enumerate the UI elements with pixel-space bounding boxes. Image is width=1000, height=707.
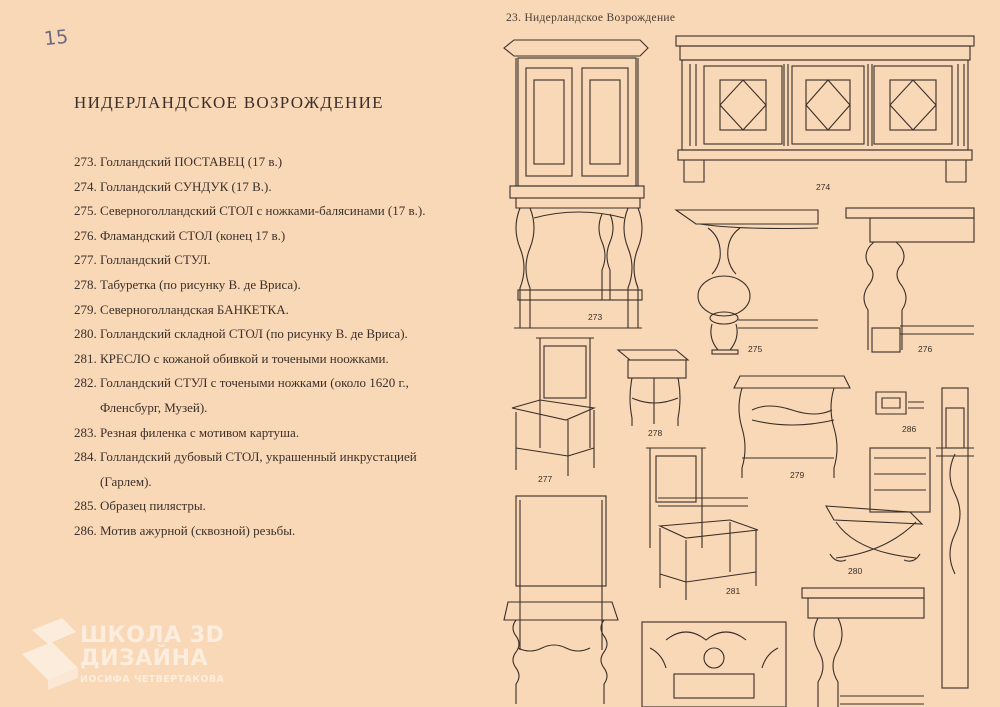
list-item: 279.Северноголландская БАНКЕТКА.	[74, 298, 484, 323]
caption-278: 278	[648, 428, 662, 438]
item-text: Табуретка (по рисунку В. де Вриса).	[100, 276, 301, 292]
handwritten-page-number: 15	[42, 25, 70, 51]
item-list: 273.Голландский ПОСТАВЕЦ (17 в.) 274.Гол…	[74, 150, 484, 544]
item-text: Резная филенка с мотивом картуша.	[100, 424, 300, 440]
item-number: 274.	[74, 178, 97, 194]
drawing-278-stool: 278	[616, 349, 690, 438]
list-item: 273.Голландский ПОСТАВЕЦ (17 в.)	[74, 150, 484, 175]
item-number: 279.	[74, 301, 97, 317]
list-item: 274.Голландский СУНДУК (17 В.).	[74, 175, 484, 200]
caption-274: 274	[816, 182, 830, 192]
caption-276: 276	[918, 344, 932, 354]
item-text: Голландский дубовый СТОЛ, украшенный инк…	[100, 449, 417, 465]
item-text: Образец пилястры.	[100, 498, 206, 514]
item-number: 275.	[74, 203, 97, 219]
list-item: 277.Голландский СТУЛ.	[74, 248, 484, 273]
drawing-276-table: 276	[845, 207, 975, 354]
drawing-284-table	[801, 587, 925, 707]
drawing-273-cupboard: 273	[503, 39, 649, 329]
caption-286: 286	[902, 424, 916, 434]
list-item: 286.Мотив ажурной (сквозной) резьбы.	[74, 519, 484, 544]
drawing-280-folding-chair: 280	[825, 447, 931, 576]
item-number: 277.	[74, 252, 97, 268]
list-item: 280.Голландский складной СТОЛ (по рисунк…	[74, 322, 484, 347]
drawing-277-chair: 277	[511, 337, 597, 484]
caption-277: 277	[538, 474, 552, 484]
watermark-line2: ДИЗАЙНА	[80, 646, 209, 671]
item-text: Мотив ажурной (сквозной) резьбы.	[100, 522, 296, 538]
item-number: 273.	[74, 154, 97, 169]
item-text: Северноголландская БАНКЕТКА.	[100, 301, 289, 317]
item-text: Фламандский СТОЛ (конец 17 в.)	[100, 227, 286, 243]
list-item: 278.Табуретка (по рисунку В. де Вриса).	[74, 273, 484, 298]
list-item: 275.Северноголландский СТОЛ с ножками-ба…	[74, 199, 484, 224]
item-number: 285.	[74, 498, 97, 514]
item-number: 283.	[74, 424, 97, 440]
drawing-274-chest: 274	[675, 35, 975, 192]
drawing-286-carving: 286	[875, 387, 974, 689]
caption-279: 279	[790, 470, 804, 480]
list-item: 281.КРЕСЛО с кожаной обивкой и точеными …	[74, 347, 484, 372]
item-continuation: Фленсбург, Музей).	[100, 399, 208, 415]
item-number: 281.	[74, 350, 97, 366]
drawing-283-panel	[641, 621, 787, 707]
page-title: НИДЕРЛАНДСКОЕ ВОЗРОЖДЕНИЕ	[74, 93, 384, 112]
watermark-line1: ШКОЛА 3D	[80, 623, 225, 648]
caption-275: 275	[748, 344, 762, 354]
list-item: 276.Фламандский СТОЛ (конец 17 в.)	[74, 224, 484, 249]
item-number: 282.	[74, 375, 97, 391]
plate-title: 23. Нидерландское Возрождение	[506, 12, 676, 24]
list-item: 285.Образец пилястры.	[74, 494, 484, 519]
item-text: Голландский СУНДУК (17 В.).	[100, 178, 272, 194]
list-item: 284.Голландский дубовый СТОЛ, украшенный…	[74, 445, 484, 470]
item-text: Голландский складной СТОЛ (по рисунку В.…	[100, 326, 408, 342]
list-item: 282.Голландский СТУЛ с точеными ножками …	[74, 371, 484, 396]
item-continuation: (Гарлем).	[100, 473, 152, 489]
item-text: Голландский ПОСТАВЕЦ (17 в.)	[100, 154, 283, 169]
school-logo-icon	[22, 618, 78, 690]
drawing-281-armchair: 281	[646, 447, 759, 600]
caption-280: 280	[848, 566, 862, 576]
drawing-275-table: 275	[674, 209, 819, 355]
drawing-282-chair	[503, 495, 619, 704]
furniture-drawings: 273 274	[503, 35, 975, 707]
caption-273: 273	[588, 312, 602, 322]
item-number: 280.	[74, 326, 97, 342]
caption-281: 281	[726, 586, 740, 596]
item-text: Голландский СТУЛ.	[100, 252, 211, 268]
item-text: Северноголландский СТОЛ с ножками-баляси…	[100, 203, 426, 219]
illustration-plate: 273 274	[490, 28, 1000, 707]
item-number: 286.	[74, 522, 97, 538]
drawing-279-bench: 279	[733, 375, 851, 480]
watermark-line3: ИОСИФА ЧЕТВЕРТАКОВА	[80, 674, 225, 685]
item-text: Голландский СТУЛ с точеными ножками (око…	[100, 375, 409, 391]
item-number: 284.	[74, 449, 97, 465]
item-number: 276.	[74, 227, 97, 243]
item-number: 278.	[74, 276, 97, 292]
item-text: КРЕСЛО с кожаной обивкой и точеными ноож…	[100, 350, 389, 366]
list-item: 283.Резная филенка с мотивом картуша.	[74, 421, 484, 446]
